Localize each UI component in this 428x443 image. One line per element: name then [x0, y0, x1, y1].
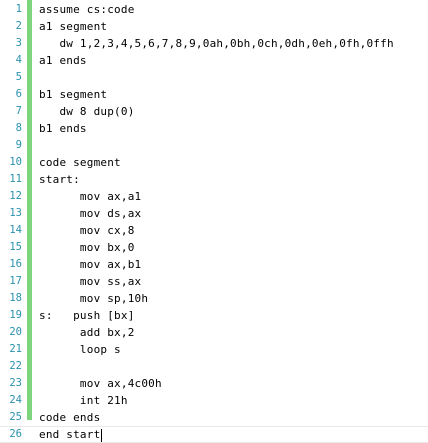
code-line[interactable]: 18 mov sp,10h [0, 290, 428, 307]
line-number: 20 [9, 326, 22, 338]
code-text[interactable]: loop s [39, 343, 121, 356]
line-number: 2 [15, 20, 22, 32]
code-text[interactable]: dw 1,2,3,4,5,6,7,8,9,0ah,0bh,0ch,0dh,0eh… [39, 37, 394, 50]
code-text[interactable]: mov ds,ax [39, 207, 142, 220]
line-number: 25 [9, 411, 22, 423]
code-line[interactable]: 22 [0, 358, 428, 375]
line-number: 3 [15, 37, 22, 49]
line-number: 7 [15, 105, 22, 117]
code-text[interactable]: a1 ends [39, 54, 87, 67]
code-line[interactable]: 20 add bx,2 [0, 324, 428, 341]
line-number: 5 [15, 71, 22, 83]
line-number: 21 [9, 343, 22, 355]
line-number: 12 [9, 190, 22, 202]
code-text[interactable]: mov bx,0 [39, 241, 135, 254]
code-line[interactable]: 5 [0, 69, 428, 86]
line-number: 15 [9, 241, 22, 253]
code-line[interactable]: 7 dw 8 dup(0) [0, 103, 428, 120]
code-text[interactable]: add bx,2 [39, 326, 135, 339]
code-line[interactable]: 23 mov ax,4c00h [0, 375, 428, 392]
line-number: 10 [9, 156, 22, 168]
text-cursor [101, 428, 103, 442]
line-number: 24 [9, 394, 22, 406]
code-line[interactable]: 12 mov ax,a1 [0, 188, 428, 205]
line-number: 14 [9, 224, 22, 236]
line-number: 22 [9, 360, 22, 372]
line-number: 11 [9, 173, 22, 185]
code-text[interactable]: mov ss,ax [39, 275, 142, 288]
code-text[interactable]: b1 segment [39, 88, 108, 101]
code-text[interactable]: mov ax,a1 [39, 190, 142, 203]
code-line[interactable]: 2 a1 segment [0, 18, 428, 35]
change-indicator-bar [27, 0, 32, 420]
code-line[interactable]: 13 mov ds,ax [0, 205, 428, 222]
line-number: 4 [15, 54, 22, 66]
code-line[interactable]: 8 b1 ends [0, 120, 428, 137]
code-text[interactable]: b1 ends [39, 122, 87, 135]
line-number: 8 [15, 122, 22, 134]
code-line[interactable]: 24 int 21h [0, 392, 428, 409]
code-line[interactable]: 15 mov bx,0 [0, 239, 428, 256]
line-number: 26 [9, 428, 22, 440]
code-text[interactable]: code ends [39, 411, 101, 424]
code-line[interactable]: 19 s: push [bx] [0, 307, 428, 324]
line-number: 13 [9, 207, 22, 219]
code-line[interactable]: 17 mov ss,ax [0, 273, 428, 290]
code-line[interactable]: 11 start: [0, 171, 428, 188]
code-text[interactable]: int 21h [39, 394, 128, 407]
code-text[interactable]: s: push [bx] [39, 309, 135, 322]
code-line[interactable]: 4 a1 ends [0, 52, 428, 69]
code-line[interactable]: 25 code ends [0, 409, 428, 426]
line-number: 1 [15, 3, 22, 15]
current-code-line[interactable]: 26 end start [0, 426, 428, 443]
code-line[interactable]: 6 b1 segment [0, 86, 428, 103]
code-line[interactable]: 14 mov cx,8 [0, 222, 428, 239]
code-line[interactable]: 10 code segment [0, 154, 428, 171]
code-text[interactable]: mov ax,4c00h [39, 377, 162, 390]
line-number-gutter [0, 0, 24, 420]
line-number: 17 [9, 275, 22, 287]
line-number: 19 [9, 309, 22, 321]
line-number: 16 [9, 258, 22, 270]
code-line[interactable]: 3 dw 1,2,3,4,5,6,7,8,9,0ah,0bh,0ch,0dh,0… [0, 35, 428, 52]
code-text[interactable]: dw 8 dup(0) [39, 105, 135, 118]
code-line[interactable]: 21 loop s [0, 341, 428, 358]
code-text[interactable]: mov cx,8 [39, 224, 135, 237]
code-text[interactable]: mov sp,10h [39, 292, 149, 305]
code-line[interactable]: 9 [0, 137, 428, 154]
line-number: 9 [15, 139, 22, 151]
code-line[interactable]: 16 mov ax,b1 [0, 256, 428, 273]
line-number: 6 [15, 88, 22, 100]
code-text[interactable]: a1 segment [39, 20, 108, 33]
code-text[interactable]: end start [39, 428, 103, 442]
code-text[interactable]: mov ax,b1 [39, 258, 142, 271]
code-line[interactable]: 1 assume cs:code [0, 1, 428, 18]
code-text[interactable]: start: [39, 173, 80, 186]
code-text[interactable]: code segment [39, 156, 121, 169]
line-number: 18 [9, 292, 22, 304]
code-text[interactable]: assume cs:code [39, 3, 135, 16]
line-number: 23 [9, 377, 22, 389]
